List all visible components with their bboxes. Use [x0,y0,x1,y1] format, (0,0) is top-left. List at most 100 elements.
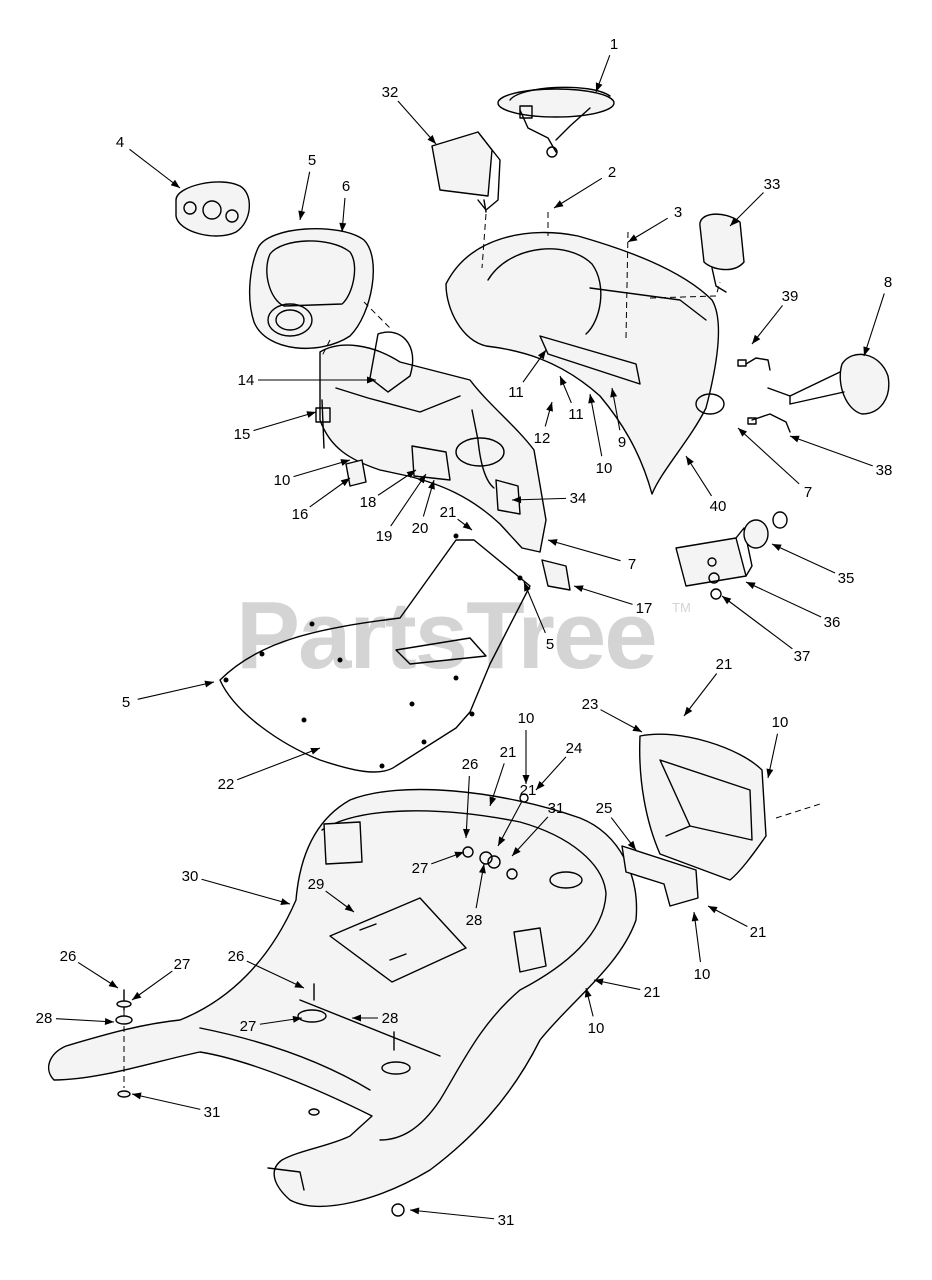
callout-32: 32 [382,84,437,145]
part-1-headlight-cluster [497,86,615,158]
callout-30: 30 [182,868,291,905]
leader-line [246,960,305,989]
arrowhead [628,234,638,242]
arrowhead [594,978,604,986]
callout-17: 17 [573,585,653,617]
callout-19: 19 [376,473,427,545]
callout-39: 39 [751,288,798,345]
arrowhead [306,411,316,418]
arrowhead [691,912,699,922]
arrowhead [708,906,718,914]
part-23-rear-panel [639,733,767,881]
callout-label: 5 [308,152,316,169]
leader-line [253,411,317,432]
mat-fasteners [223,533,523,769]
arrowhead [462,828,470,838]
arrowhead [627,840,636,850]
arrowhead [588,394,596,404]
arrowhead [632,724,642,732]
arrowhead [410,1207,420,1215]
callout-label: 5 [546,636,554,653]
callout-label: 21 [750,924,767,941]
leader-line [465,775,470,839]
callout-label: 23 [582,696,599,713]
callout-label: 16 [292,506,309,523]
part-33-light-housing-right [699,213,745,293]
arrowhead [730,217,739,226]
callout-label: 21 [520,782,537,799]
part-22-floor-mat [219,539,531,773]
callout-label: 27 [412,860,429,877]
callout-label: 20 [412,520,429,537]
part-37-nut [708,572,722,600]
trademark-mark: TM [672,600,691,615]
part-29-plate [329,897,467,983]
callout-7: 7 [737,427,812,501]
callout-label: 12 [534,430,551,447]
arrowhead [498,836,506,846]
part-17-bracket [541,559,571,591]
leader-line [523,581,546,634]
part-8-headlight [767,353,890,415]
arrowhead [104,1017,114,1025]
arrowhead [722,596,732,605]
callout-5: 5 [298,152,316,221]
arrowhead [406,470,416,478]
leader-line [409,1209,495,1220]
arrowhead [554,200,564,208]
leader-line [771,543,836,574]
callout-label: 28 [466,912,483,929]
arrowhead [686,456,694,466]
callout-label: 21 [716,656,733,673]
arrowhead [610,388,618,398]
arrowhead [310,747,320,755]
leader-line [573,585,633,605]
callout-22: 22 [218,747,321,793]
callout-25: 25 [596,800,637,851]
callout-10: 10 [766,714,788,779]
partstree-watermark: PartsTree [236,582,656,689]
arrowhead [427,134,436,144]
arrowhead [489,796,497,806]
callout-label: 11 [508,384,524,401]
callout-10: 10 [584,987,604,1037]
callout-label: 31 [548,800,565,817]
callout-label: 18 [360,494,377,511]
arrowhead [294,981,304,988]
callout-5: 5 [122,680,215,711]
leader-line [237,747,321,781]
callout-label: 10 [596,460,613,477]
arrowhead [367,376,376,384]
leader-line [745,581,822,618]
leader-line [137,681,215,700]
leader-line [789,435,873,467]
callout-5: 5 [523,581,554,653]
arrowhead [752,334,761,344]
callout-28: 28 [352,1010,398,1027]
leader-line [55,1018,115,1023]
arrowhead [560,376,567,386]
callout-label: 10 [518,710,535,727]
callout-label: 28 [36,1010,53,1027]
callout-label: 32 [382,84,399,101]
callout-label: 8 [884,274,892,291]
callout-26: 26 [60,948,119,989]
part-38-clip [747,413,791,433]
arrowhead [863,346,871,356]
arrowhead [132,991,142,1000]
callout-1: 1 [595,36,618,93]
part-35-plug [743,511,788,549]
callout-8: 8 [863,274,892,357]
callout-label: 7 [804,484,812,501]
callout-10: 10 [518,710,535,784]
leader-line [397,100,437,145]
arrowhead [132,1092,142,1100]
arrowhead [352,1014,361,1022]
callout-label: 5 [122,694,130,711]
callout-label: 28 [382,1010,399,1027]
callout-10: 10 [691,911,710,983]
callout-label: 17 [636,600,653,617]
callout-label: 31 [498,1212,515,1229]
arrowhead [512,847,521,856]
